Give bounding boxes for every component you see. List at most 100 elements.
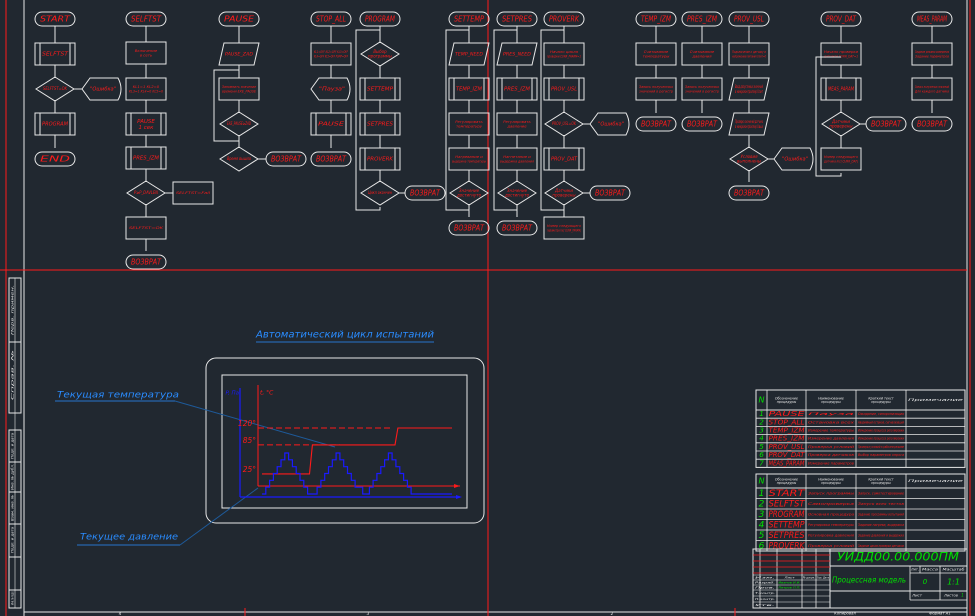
label-line: выполнены: [737, 159, 761, 164]
title-row-label: Утв.: [755, 603, 775, 607]
table-cell-code: MEAS_PARAM: [769, 458, 806, 467]
terminal-label: ВОЗВРАТ: [734, 189, 765, 198]
terminal-label: TEMP_IZM: [641, 15, 671, 24]
subprocess-label: PAUSE: [318, 122, 345, 128]
label-line: Краткий текст: [868, 477, 893, 481]
callout-leader: [174, 400, 336, 448]
table-cell-name: Пауза: [808, 412, 854, 416]
loop-back-line: [815, 56, 842, 177]
process-box: [172, 181, 214, 205]
table-header-n: N: [759, 396, 765, 405]
label-line: давление: [506, 124, 527, 129]
terminal-return: [404, 185, 446, 201]
table-cell-text: Задание программы испытаний: [858, 512, 905, 516]
label-line: выдержка давления: [500, 159, 535, 164]
terminal-return: [125, 254, 167, 270]
table-cell-name: Измерение давления: [808, 437, 854, 441]
display-shape: [773, 147, 814, 171]
side-stamp-label: Инв. № дубл.: [11, 464, 15, 490]
label-line: Обозначение: [775, 396, 798, 400]
terminal-return: [681, 116, 723, 132]
table-cell-name: Измерение параметров: [808, 461, 854, 465]
label-line: Краткий текст: [868, 396, 893, 400]
table-cell-number: 2: [759, 499, 765, 509]
table-cell-text: Задание цикла проверки датчиков: [858, 544, 904, 548]
table-cell-text: Запуск, самотестирование: [858, 491, 904, 495]
subprocess-label: PROV_DAT: [551, 157, 578, 163]
table-cell-text: Выбор параметров опроса: [858, 453, 904, 457]
table-cell-name: Проверка условий: [808, 445, 855, 449]
terminal-label: END: [40, 155, 70, 164]
table-cell-name: Измерение температуры: [808, 429, 854, 433]
table-cell-name: Регулировка давления: [808, 533, 854, 537]
process-box: [543, 216, 585, 240]
terminal-label: SETTEMP: [454, 15, 484, 24]
label-line: Запись полученных значений: [915, 84, 949, 89]
label-line: KL1=OFF KL2=OFF KL3=OFF: [314, 49, 349, 54]
table-cell-name: Основная процедура: [808, 512, 854, 516]
terminal-return: [496, 220, 538, 236]
terminal-return: [635, 116, 677, 132]
callout-pressure: Текущее давление: [80, 533, 179, 543]
y-tick-label: 120°: [238, 419, 256, 428]
subprocess-label: PROVERK: [367, 157, 393, 163]
mass-label: Масса: [922, 568, 938, 572]
table-header-n: N: [759, 477, 765, 486]
display-outer-frame: [205, 357, 485, 524]
sheet-label: Лист: [911, 594, 923, 598]
terminal-return: [265, 151, 307, 167]
subprocess-label: PRES_IZM: [504, 87, 530, 93]
table-cell-text: Измерение процесса регулировки: [858, 429, 905, 433]
decision-label: SELFTST=OK: [43, 86, 67, 91]
label-line: датчиков CURR_DAT=1: [823, 54, 858, 59]
table-cell-number: 7: [759, 458, 764, 467]
callout-temperature: Текущая температура: [57, 391, 179, 401]
temperature-arrow: [454, 484, 460, 488]
title-block-border: [752, 548, 968, 609]
label-line: Регулировать: [455, 119, 483, 124]
subprocess-label: SETPRES: [367, 122, 394, 128]
terminal-return: [865, 116, 907, 132]
decision-label: EXE_PAUSE≥ZAD: [227, 121, 251, 126]
terminal-label: MEAS_PARAM: [917, 15, 947, 24]
table-cell-name: Проверка условий: [808, 544, 855, 548]
terminal-label: ВОЗВРАТ: [687, 120, 718, 129]
table-cell-code: PROVERK: [769, 541, 806, 551]
terminal-label: ВОЗВРАТ: [595, 189, 626, 198]
label-line: значений в регистр: [685, 89, 719, 94]
label-line: Выбор: [373, 49, 387, 54]
label-line: Считывание: [690, 49, 715, 54]
label-line: в микроконтроллер Uпит: [735, 89, 763, 95]
label-line: Номер следующего: [824, 154, 859, 159]
terminal-return: [310, 151, 352, 167]
decision-diamond: [360, 180, 400, 206]
io-label: TEMP_NEED: [455, 52, 484, 58]
display-shape: [589, 112, 630, 136]
pressure-series-line: [262, 452, 452, 495]
decision-label: Цикл окончен: [368, 190, 392, 195]
label-line: температуры: [643, 54, 670, 59]
terminal-label: ВОЗВРАТ: [641, 120, 672, 129]
label-line: Регулировать: [503, 119, 531, 124]
table-cell-number: 1: [759, 489, 765, 499]
table-cell-code: PROGRAM: [769, 510, 806, 520]
table-cell-number: 1: [759, 409, 764, 418]
terminal-label: PROV_DAT: [826, 15, 857, 24]
pressure-axis-label: P, Па: [225, 391, 239, 397]
temperature-series-line: [262, 427, 452, 475]
label-line: Условия: [740, 154, 758, 159]
subprocess-label: MEAS_PARAM: [828, 87, 854, 93]
table-cell-name: Самопроверка: [808, 502, 854, 506]
table-cell-name: Регулировка температуры: [808, 523, 854, 527]
terminal-label: ВОЗВРАТ: [316, 155, 347, 164]
